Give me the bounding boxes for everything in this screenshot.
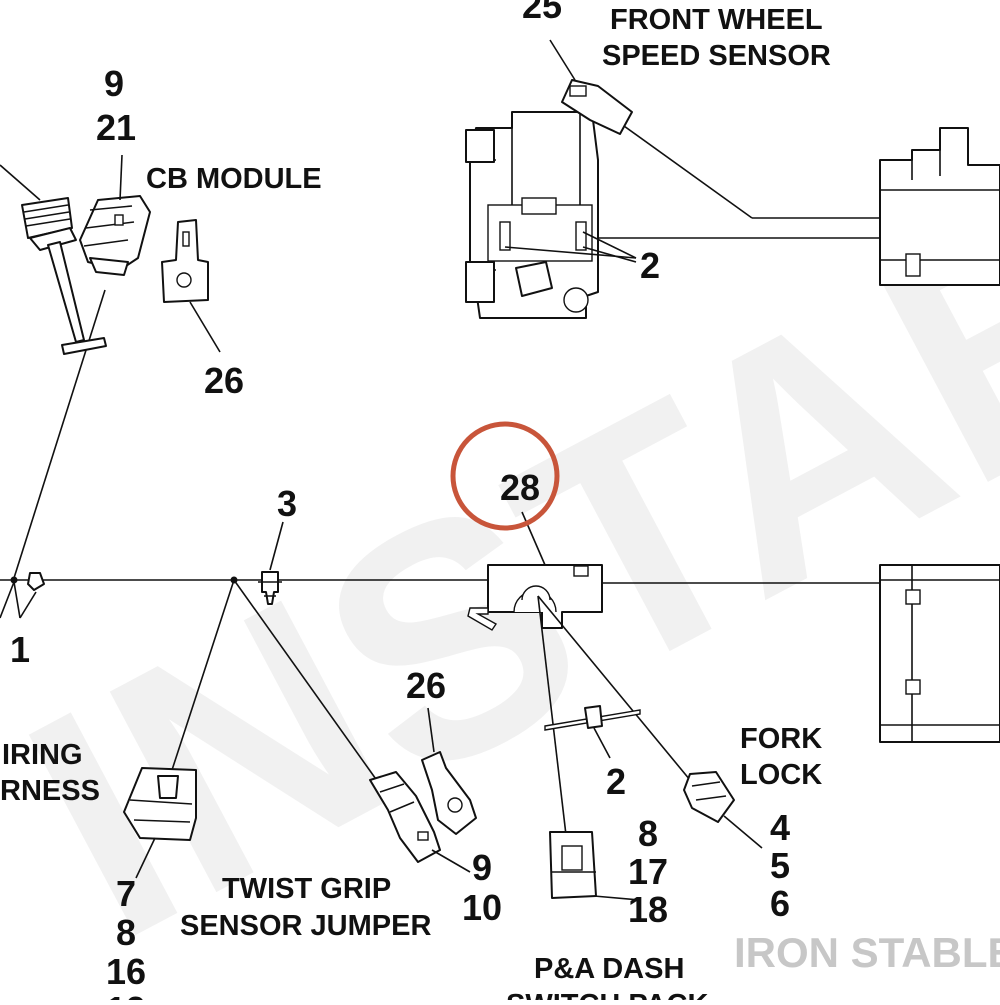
headlamp-housing-top [879, 127, 1000, 286]
speed-sensor-bracket [465, 111, 599, 319]
callout-8-right: 8 [638, 813, 658, 854]
callout-1: 1 [10, 629, 30, 670]
callout-2-mid: 2 [606, 761, 626, 802]
leader-3 [269, 521, 284, 571]
callout-4: 4 [770, 807, 790, 848]
highlight-ring [450, 421, 560, 531]
junction-dot [10, 576, 18, 584]
harness-plug-left [21, 197, 107, 355]
leader-28 [521, 511, 546, 566]
iron-stable-watermark: IRON STABLE [734, 929, 1000, 976]
wire-fork-lock [537, 595, 691, 781]
junction-box-28 [467, 564, 603, 631]
leader-25 [549, 39, 576, 81]
callout-6: 6 [770, 883, 790, 924]
terminal-cap-26-mid [421, 751, 477, 835]
callout-25: 25 [522, 0, 562, 26]
label-switch-pack: SWITCH PACK [506, 989, 709, 1000]
connector-7 [123, 767, 197, 841]
leader-1 [13, 581, 21, 619]
twist-grip-connector [369, 771, 441, 863]
label-sensor-jumper: SENSOR JUMPER [180, 910, 431, 942]
callout-3: 3 [277, 483, 297, 524]
leader-7 [135, 837, 156, 879]
dash-switch-connector [549, 831, 597, 899]
fork-lock-connector [683, 771, 735, 823]
wire-clip-3 [258, 571, 282, 605]
callout-26-mid: 26 [406, 665, 446, 706]
label-speed-sensor: SPEED SENSOR [602, 40, 831, 72]
zip-tie-2 [544, 705, 641, 731]
leader-2-top [582, 246, 637, 263]
label-twist-grip: TWIST GRIP [222, 873, 391, 905]
headlamp-housing-mid [879, 564, 1000, 743]
leader-26-mid [427, 707, 435, 753]
leader-9-10 [431, 849, 471, 873]
leader-8-17-18 [593, 895, 641, 901]
speed-sensor-connector [561, 79, 633, 135]
label-wiring: IRING [2, 739, 83, 771]
callout-7: 7 [116, 873, 136, 914]
leader-4-5-6 [723, 815, 763, 849]
callout-18: 18 [628, 889, 668, 930]
leader-2-mid [593, 727, 611, 759]
label-cb-module: CB MODULE [146, 163, 322, 195]
leader-9-21 [119, 154, 123, 201]
callout-16: 16 [106, 951, 146, 992]
wire-clip-1 [27, 572, 45, 591]
callout-9: 9 [104, 63, 124, 104]
wire-branch-7 [171, 579, 235, 771]
leader-26-top [189, 301, 221, 353]
callout-2-top: 2 [640, 245, 660, 286]
label-lock: LOCK [740, 759, 822, 791]
callout-28-ring: 28 [500, 467, 540, 508]
callout-10: 10 [462, 887, 502, 928]
wire-dash-switch [537, 595, 567, 836]
speed-sensor-wire [623, 125, 753, 219]
callout-17: 17 [628, 851, 668, 892]
callout-19: 19 [106, 989, 146, 1000]
wire-branch-twist-grip [233, 579, 379, 783]
label-fork: FORK [740, 723, 822, 755]
leader-2-top [582, 231, 637, 259]
callout-21: 21 [96, 107, 136, 148]
leader-1 [0, 581, 15, 619]
label-front-wheel: FRONT WHEEL [610, 4, 823, 36]
label-pa-dash: P&A DASH [534, 953, 684, 985]
wire-cb-module [13, 289, 106, 579]
leader-1 [19, 591, 37, 619]
callout-26-top: 26 [204, 360, 244, 401]
wire-left-top [0, 164, 41, 201]
terminal-cap-26-top [161, 219, 209, 303]
callout-8-left: 8 [116, 912, 136, 953]
callout-5: 5 [770, 845, 790, 886]
cb-module-connector [79, 195, 151, 276]
label-harness: RNESS [0, 775, 100, 807]
callout-9b: 9 [472, 847, 492, 888]
